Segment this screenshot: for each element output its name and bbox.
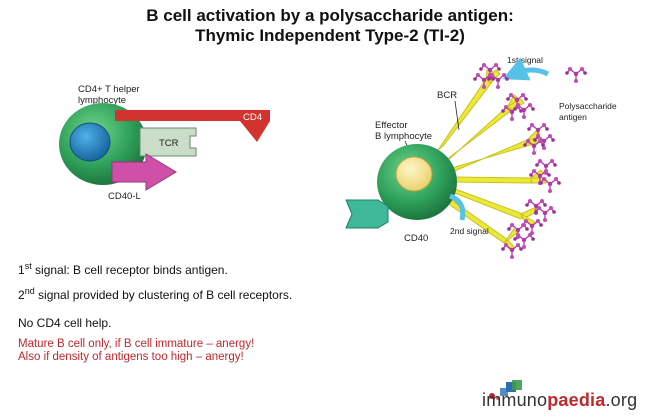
immunopaedia-logo: immunopaedia.org [476,380,656,416]
tcr-receptor [139,127,197,157]
logo-text: immunopaedia.org [482,390,637,411]
title-line-1: B cell activation by a polysaccharide an… [146,6,514,25]
free-antigen [564,66,588,84]
first-signal-arrow [502,57,550,81]
effector-nucleus [395,156,433,192]
t-helper-label-line-2: lymphocyte [78,95,126,106]
logo-part-3: .org [605,390,638,410]
cd40-label: CD40 [404,233,428,244]
signal-2-text: 2nd signal provided by clustering of B c… [18,286,292,302]
antigen-12 [538,176,562,194]
warning-line-2: Also if density of antigens too high – a… [18,351,244,363]
signal-2-sup: nd [24,286,35,296]
effector-label-line-1: Effector [375,120,408,131]
diagram-title: B cell activation by a polysaccharide an… [0,6,660,46]
second-signal-arrow [448,193,466,221]
logo-part-1: immuno [482,390,548,410]
polysaccharide-label-line-1: Polysaccharide [559,101,617,111]
cd40-receptor [345,199,389,229]
title-line-2: Thymic Independent Type-2 (TI-2) [195,26,465,45]
cd4-triangle [240,121,270,142]
signal-1-text: 1st signal: B cell receptor binds antige… [18,261,228,277]
warning-line-1: Mature B cell only, if B cell immature –… [18,338,255,350]
signal-1-rest: signal: B cell receptor binds antigen. [31,263,228,277]
signal-1-sup: st [24,261,32,271]
cd40l-arrow [111,153,177,191]
anergy-warning: Mature B cell only, if B cell immature –… [18,338,254,364]
bcr-label: BCR [437,90,457,101]
t-helper-nucleus [69,122,111,162]
cd4-label: CD4 [243,112,262,123]
polysaccharide-label-line-2: antigen [559,112,587,122]
antigen-5 [512,102,536,120]
logo-cubes-icon [489,380,522,400]
second-signal-label: 2nd signal [450,226,489,236]
effector-label-line-2: B lymphocyte [375,131,432,142]
cd40l-label: CD40-L [108,191,141,202]
no-cd4-help-text: No CD4 cell help. [18,316,112,330]
first-signal-label: 1st signal [507,55,543,65]
t-helper-label-line-1: CD4+ T helper [78,84,140,95]
signal-2-rest: signal provided by clustering of B cell … [34,288,293,302]
tcr-label: TCR [159,138,179,149]
bcr-pointer [454,100,460,131]
signal-1-number: 1 [18,263,25,277]
logo-part-2: paedia [547,390,606,410]
cd4-bar [115,110,270,121]
signal-2-number: 2 [18,288,25,302]
